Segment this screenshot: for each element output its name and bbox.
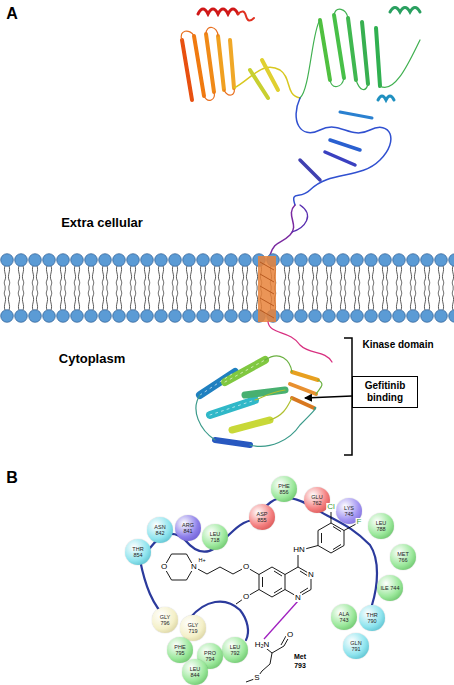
atom-label: Cl <box>326 503 336 511</box>
residue-label: MET 766 <box>393 551 413 563</box>
transmembrane-helix <box>258 256 276 322</box>
hydrogen-bond <box>264 601 298 639</box>
residue-label: ILE 744 <box>380 585 400 591</box>
lipid-bilayer <box>0 253 454 323</box>
residue-circle: GLN 791 <box>343 633 369 659</box>
residue-circle: LEU 788 <box>368 513 394 539</box>
atom-label: N <box>307 571 315 579</box>
pointer-arrow <box>305 396 352 398</box>
domain-label: Kinase domain <box>362 340 433 350</box>
residue-label: GLU 762 <box>307 494 327 506</box>
residue-label: THR 854 <box>128 546 148 558</box>
residue-label: LEU 792 <box>225 644 245 656</box>
residue-circle: GLY 796 <box>152 607 178 633</box>
residue-label: GLY 719 <box>183 622 203 634</box>
atom-label: N <box>190 563 198 571</box>
residue-number: 793 <box>294 662 306 669</box>
panel-letter: B <box>6 470 18 486</box>
residue-circle: THR 854 <box>125 539 151 565</box>
extracellular-ribbon <box>181 8 420 256</box>
residue-label: ARG 841 <box>178 522 198 534</box>
residue-circle: ALA 743 <box>331 604 357 630</box>
residue-label: LYS 745 <box>339 505 359 517</box>
residue-label: PHE 856 <box>274 483 294 495</box>
atom-label: O <box>242 593 250 601</box>
pocket-outline <box>140 497 377 640</box>
residue-circle: ASP 855 <box>249 504 275 530</box>
ligand-bonds <box>164 512 356 682</box>
residue-label: LEU 844 <box>185 666 205 678</box>
atom-label: O <box>286 631 294 639</box>
residue-circle: MET 766 <box>390 544 416 570</box>
residue-label: PHE 795 <box>170 644 190 656</box>
region-label: Extra cellular <box>61 216 143 229</box>
atom-label: N <box>294 594 302 602</box>
residue-label: PRO 794 <box>200 650 220 662</box>
callout-box: Gefitinib binding <box>352 376 418 408</box>
residue-label: GLY 796 <box>155 614 175 626</box>
region-label: Cytoplasm <box>59 352 125 365</box>
kinase-ribbon <box>196 322 332 446</box>
atom-label: S <box>253 674 260 682</box>
callout-text: Gefitinib binding <box>355 380 415 404</box>
residue-label: GLN 791 <box>346 640 366 652</box>
panel-letter: A <box>6 6 18 22</box>
residue-label: LEU 788 <box>371 520 391 532</box>
atom-label: O <box>242 563 250 571</box>
atom-label: HN <box>292 546 306 554</box>
residue-label: ALA 743 <box>334 611 354 623</box>
residue-name: Met <box>294 653 306 660</box>
residue-circle: LEU 844 <box>182 659 208 685</box>
residue-circle: ASN 842 <box>147 517 173 543</box>
atom-label: O <box>160 563 168 571</box>
atom-label: F <box>356 518 363 526</box>
residue-circle: THR 790 <box>359 605 385 631</box>
residue-circle: ILE 744 <box>377 575 403 601</box>
residue-circle: ARG 841 <box>175 515 201 541</box>
residue-circle: LEU 718 <box>202 524 228 550</box>
charge-label: H+ <box>197 558 206 564</box>
residue-circle: PHE 856 <box>271 476 297 502</box>
residue-label: ASP 855 <box>252 511 272 523</box>
residue-circle: LEU 792 <box>222 637 248 663</box>
residue-label: THR 790 <box>362 612 382 624</box>
residue-label: LEU 718 <box>205 531 225 543</box>
helix-stripes <box>260 262 274 318</box>
residue-label: ASN 842 <box>150 524 170 536</box>
atom-label: H₂N <box>254 641 271 649</box>
